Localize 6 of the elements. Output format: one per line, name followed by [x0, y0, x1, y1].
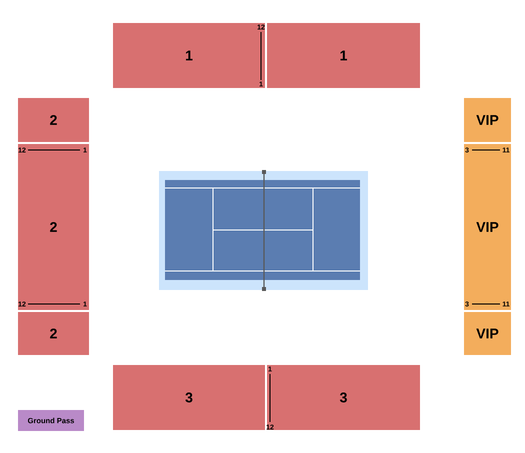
seating-section: 3 — [113, 365, 265, 430]
seating-section: 1 — [267, 23, 420, 88]
seating-section: 2 — [18, 312, 89, 355]
vip-section: VIP — [464, 98, 511, 142]
seating-section: 2 — [18, 98, 89, 142]
vip-section: VIP — [464, 312, 511, 355]
